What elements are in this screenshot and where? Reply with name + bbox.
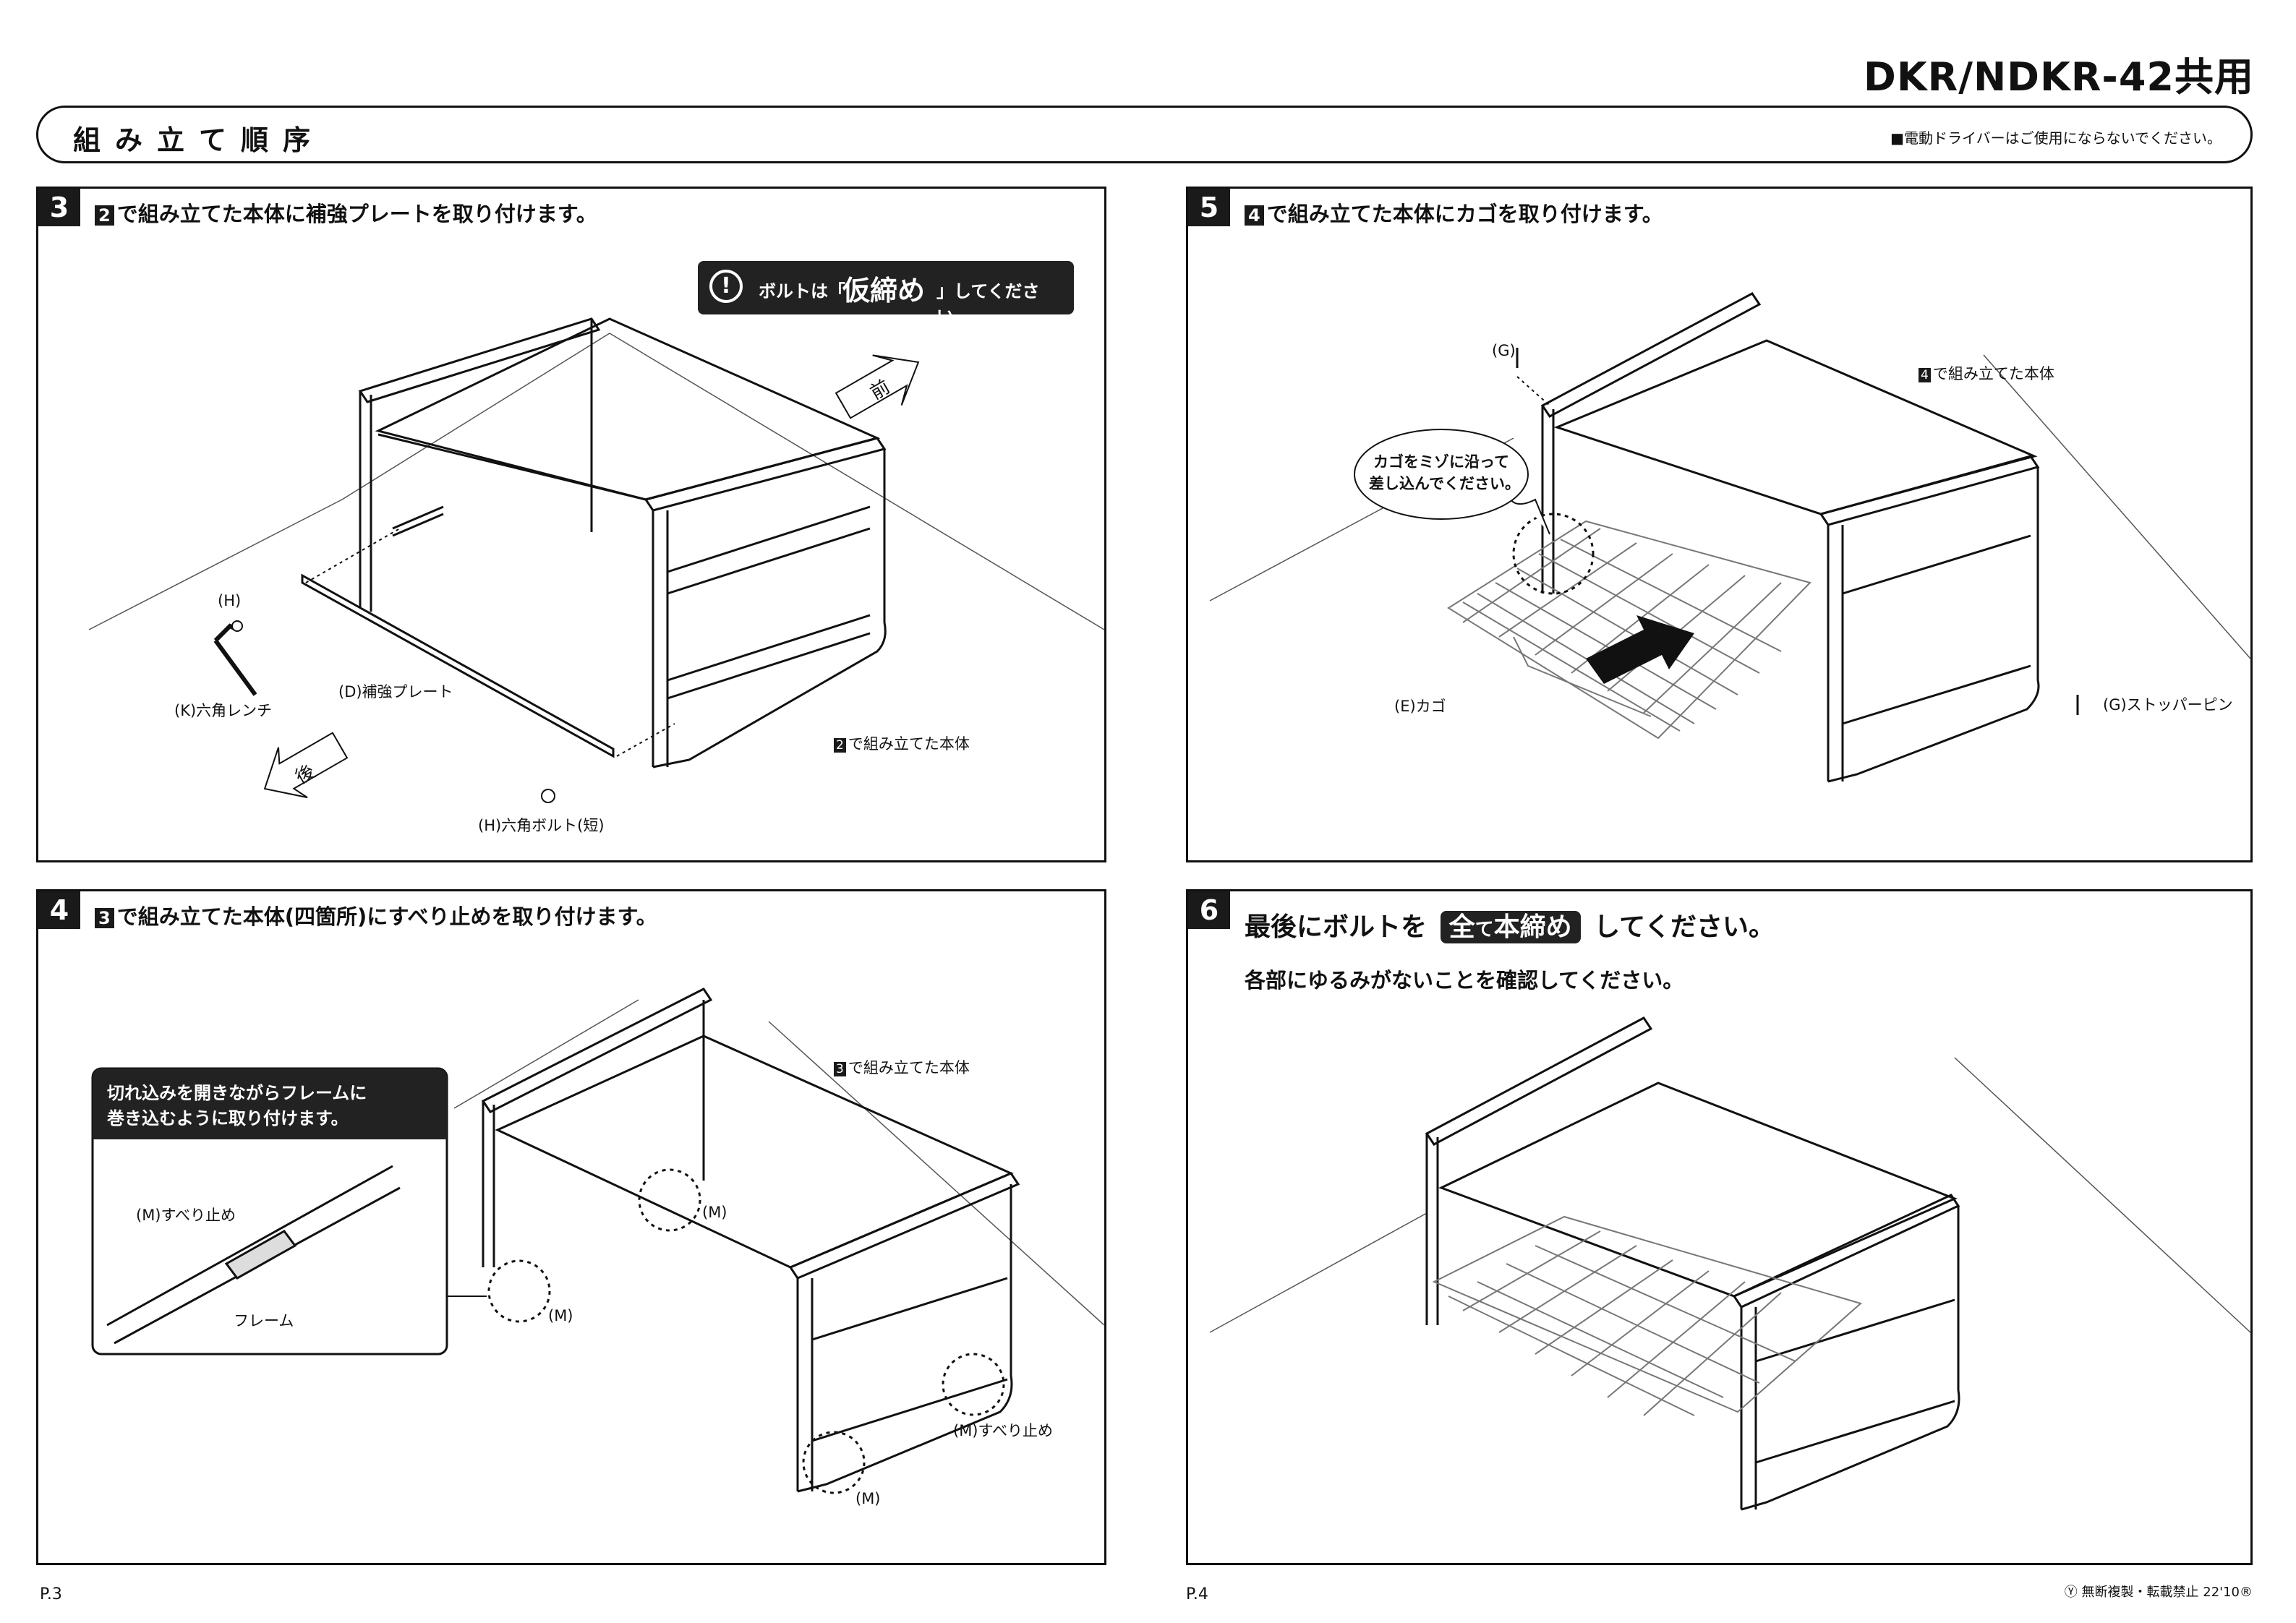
label-reinforcement-plate: (D)補強プレート <box>338 683 453 701</box>
label-body-4-badge: 4 <box>1919 368 1931 382</box>
step-6-title-pre: 最後にボルトを <box>1245 912 1427 942</box>
label-body-3-badge: 3 <box>834 1062 846 1076</box>
label-g: (G) <box>1492 342 1516 359</box>
callout-line-2: 巻き込むように取り付けます。 <box>107 1108 349 1129</box>
step-4-illustration <box>91 988 1104 1494</box>
label-body-2-text: で組み立てた本体 <box>848 735 970 753</box>
label-frame: フレーム <box>234 1312 294 1329</box>
copyright: Ⓨ 無断複製・転載禁止 22'10® <box>2064 1585 2253 1600</box>
label-stopper-pin: (G)ストッパーピン <box>2103 696 2233 714</box>
step-5-illustration <box>1209 292 2250 783</box>
label-hex-bolt-short: (H)六角ボルト(短) <box>478 817 605 834</box>
step-3-title-text: で組み立てた本体に補強プレートを取り付けます。 <box>116 202 597 226</box>
label-m-bottom: (M) <box>855 1490 881 1507</box>
section-title-bar: 組み立て順序 ■電動ドライバーはご使用にならないでください。 <box>36 106 2253 163</box>
box-char-2: て <box>1475 919 1494 941</box>
step-6-panel: 6 最後にボルトを 全て本締め してください。 各部にゆるみがないことを確認して… <box>1186 889 2253 1565</box>
box-char-1: 全 <box>1448 912 1475 942</box>
step-4-number: 4 <box>38 891 80 929</box>
step-3-number: 3 <box>38 189 80 226</box>
step-4-badge: 3 <box>95 908 114 928</box>
bubble-line-1: カゴをミゾに沿って <box>1373 453 1509 471</box>
step-3-illustration <box>88 317 1104 803</box>
label-body-2-badge: 2 <box>834 738 846 753</box>
step-6-number: 6 <box>1188 891 1230 929</box>
bubble-line-2: 差し込んでください。 <box>1369 475 1520 492</box>
insert-along-groove-bubble: カゴをミゾに沿って差し込んでください。 <box>1369 450 1520 494</box>
label-body-3-text: で組み立てた本体 <box>848 1059 970 1076</box>
box-char-3: 本締め <box>1493 912 1572 942</box>
model-name: DKR/NDKR-42共用 <box>1864 54 2254 100</box>
page-number-3: P.3 <box>40 1585 62 1603</box>
label-basket: (E)カゴ <box>1394 698 1446 715</box>
section-title: 組み立て順序 <box>73 124 325 156</box>
warning-post: 」してください。 <box>936 281 1040 327</box>
callout-instruction: 切れ込みを開きながらフレームに巻き込むように取り付けます。 <box>93 1069 447 1139</box>
step-5-title-text: で組み立てた本体にカゴを取り付けます。 <box>1266 202 1663 226</box>
step-6-subtitle: 各部にゆるみがないことを確認してください。 <box>1245 968 1684 993</box>
step-5-number: 5 <box>1188 189 1230 226</box>
label-m-right: (M)すべり止め <box>953 1422 1054 1439</box>
label-body-4-text: で組み立てた本体 <box>1932 365 2054 382</box>
warning-pre: ボルトは「 <box>759 281 845 301</box>
label-slip-pad-detail: (M)すべり止め <box>136 1207 236 1224</box>
step-6-title-post: してください。 <box>1594 912 1775 942</box>
step-6-illustration <box>1209 1016 2250 1511</box>
step-6-title: 最後にボルトを 全て本締め してください。 <box>1245 906 1775 943</box>
fully-tighten-box: 全て本締め <box>1440 911 1581 943</box>
page-number-4: P.4 <box>1186 1585 1208 1603</box>
label-m-left: (M) <box>548 1307 573 1324</box>
step-3-badge: 2 <box>95 205 114 226</box>
label-hex-wrench: (K)六角レンチ <box>174 702 273 719</box>
label-h: (H) <box>218 592 242 609</box>
step-4-title-text: で組み立てた本体(四箇所)にすべり止めを取り付けます。 <box>116 904 657 929</box>
driver-note: ■電動ドライバーはご使用にならないでください。 <box>1890 129 2222 147</box>
label-m-top: (M) <box>702 1204 727 1221</box>
temporary-tighten-warning: ! ボルトは「 仮締め 」してください。 <box>698 261 1074 327</box>
step-5-badge: 4 <box>1245 205 1264 226</box>
warning-emphasis: 仮締め <box>842 275 926 307</box>
callout-line-1: 切れ込みを開きながらフレームに <box>107 1083 367 1103</box>
exclamation-icon: ! <box>709 270 743 303</box>
